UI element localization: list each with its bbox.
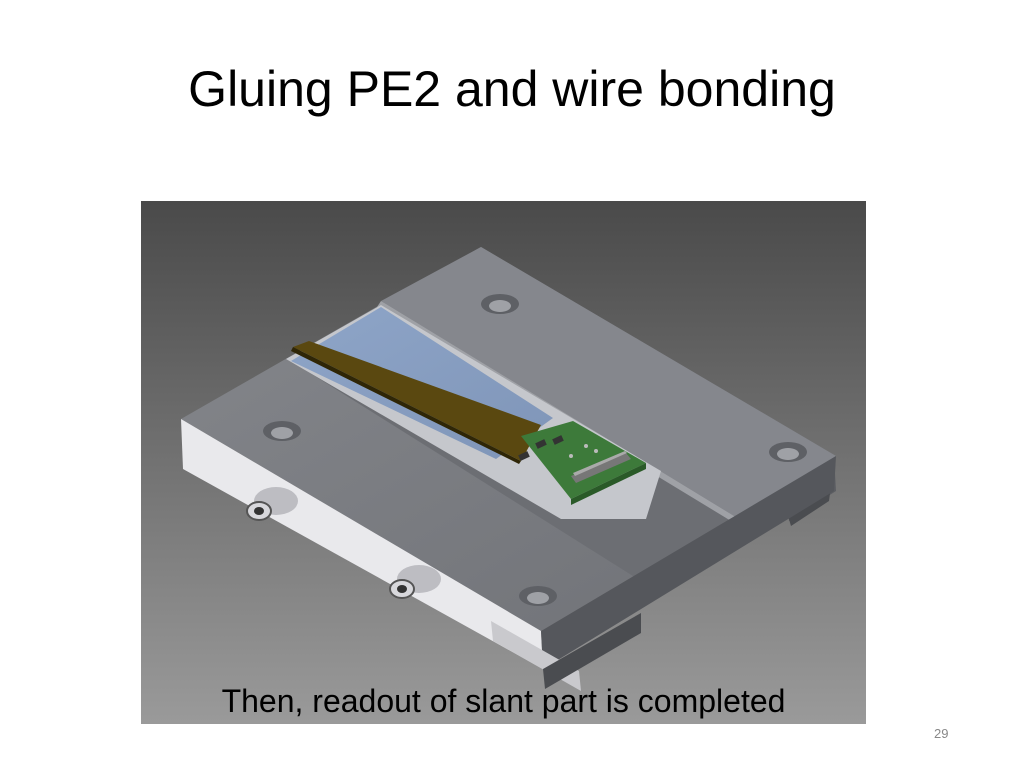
clamp-plate-top: [381, 247, 836, 519]
fixture-foot-shadow: [543, 613, 641, 689]
fixture-front-face: [181, 419, 543, 669]
kapton-flex-shadow: [291, 347, 521, 464]
board-component-1: [584, 444, 588, 448]
screw-hole-4: [519, 586, 557, 606]
screw-hole-2: [263, 421, 301, 441]
readout-chip-3: [518, 451, 530, 461]
figure-caption: Then, readout of slant part is completed: [221, 683, 786, 719]
board-connector: [571, 453, 631, 483]
pe2-board: [521, 421, 646, 499]
board-component-3: [569, 454, 573, 458]
pe2-board-edge: [571, 463, 646, 505]
vacuum-fitting-1: [246, 487, 298, 521]
screw-hole-3: [769, 442, 807, 462]
screw-hole-1: [481, 294, 519, 314]
slide-title: Gluing PE2 and wire bonding: [188, 61, 836, 117]
vacuum-fitting-2: [389, 565, 441, 599]
page-number: 29: [934, 726, 949, 741]
board-connector-top: [573, 451, 627, 476]
kapton-flex: [293, 341, 541, 461]
cad-render-image: Then, readout of slant part is completed: [141, 201, 866, 724]
readout-chip-1: [535, 439, 547, 449]
fixture-front-right-face: [541, 456, 836, 669]
board-component-2: [594, 449, 598, 453]
readout-chip-2: [552, 435, 564, 445]
